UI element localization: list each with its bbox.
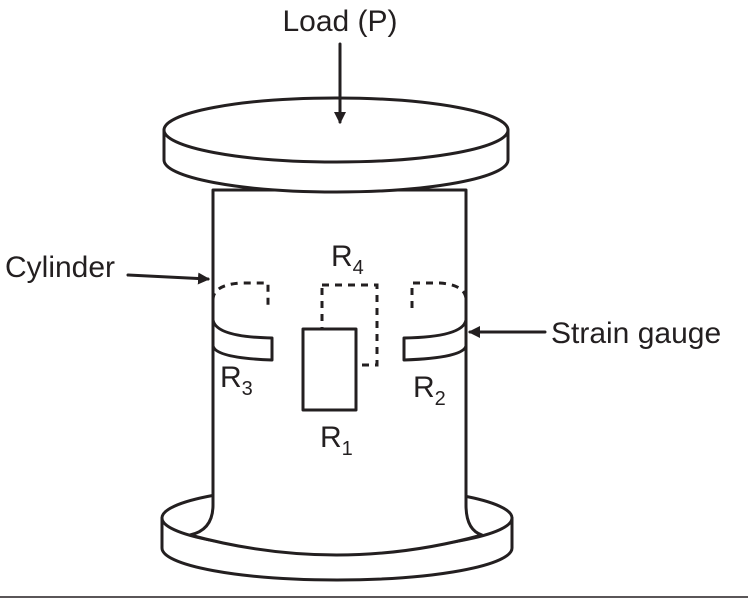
top-plate: [162, 96, 510, 194]
r2-label: R2: [413, 371, 446, 410]
cylinder-label: Cylinder: [5, 251, 115, 284]
strain-gauge-r3: [211, 281, 274, 362]
strain-gauge-r1: [301, 327, 358, 412]
r3-label: R3: [220, 361, 253, 400]
r4-label: R4: [331, 240, 364, 279]
load-label: Load (P): [282, 5, 397, 38]
strain-gauge-label: Strain gauge: [551, 317, 721, 350]
strain-gauge-r2: [402, 281, 468, 362]
cylinder-pointer-arrow: [126, 272, 210, 285]
r1-label: R1: [320, 421, 353, 460]
